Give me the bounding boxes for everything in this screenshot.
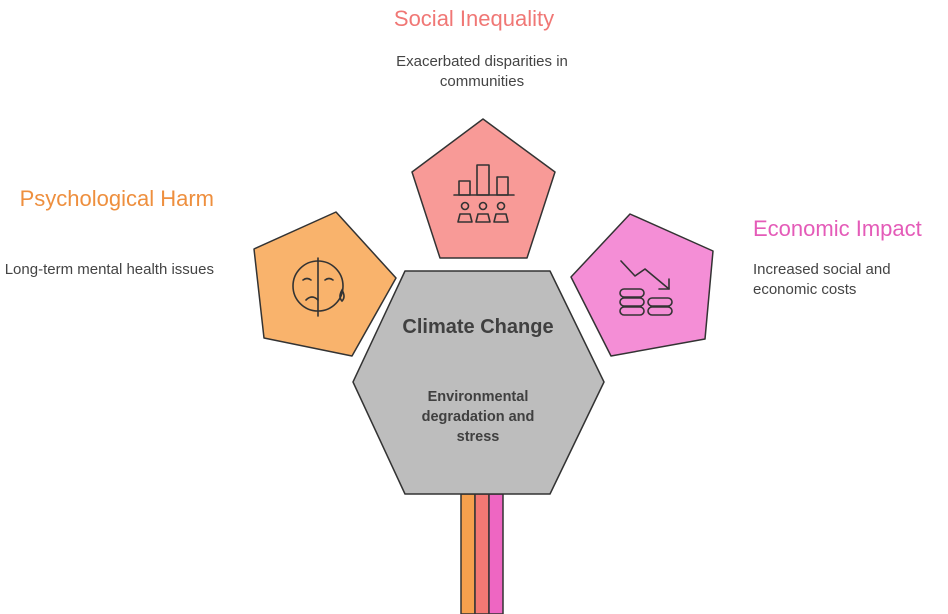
economic-impact-description: Increased social and economic costs	[753, 261, 891, 298]
stem-bar-pink	[488, 493, 504, 614]
social-inequality-description: Exacerbated disparities in communities	[396, 53, 568, 90]
social-inequality-title: Social Inequality	[393, 6, 555, 31]
sad-face-tear-icon	[292, 257, 345, 317]
stem-bar-red	[474, 493, 490, 614]
center-description: Environmental degradation and stress	[421, 389, 535, 445]
psychological-harm-title: Psychological Harm	[19, 186, 214, 211]
coins-downtrend-icon	[619, 260, 673, 316]
people-bar-chart-icon	[453, 164, 515, 223]
stem	[460, 493, 504, 614]
economic-pentagon	[570, 213, 714, 357]
center-hexagon	[352, 270, 605, 495]
social-pentagon	[411, 118, 556, 259]
center-title: Climate Change	[402, 316, 554, 338]
psychological-pentagon	[253, 211, 397, 357]
stem-bar-orange	[460, 493, 476, 614]
psychological-harm-description: Long-term mental health issues	[4, 261, 214, 278]
economic-impact-title: Economic Impact	[753, 216, 922, 241]
